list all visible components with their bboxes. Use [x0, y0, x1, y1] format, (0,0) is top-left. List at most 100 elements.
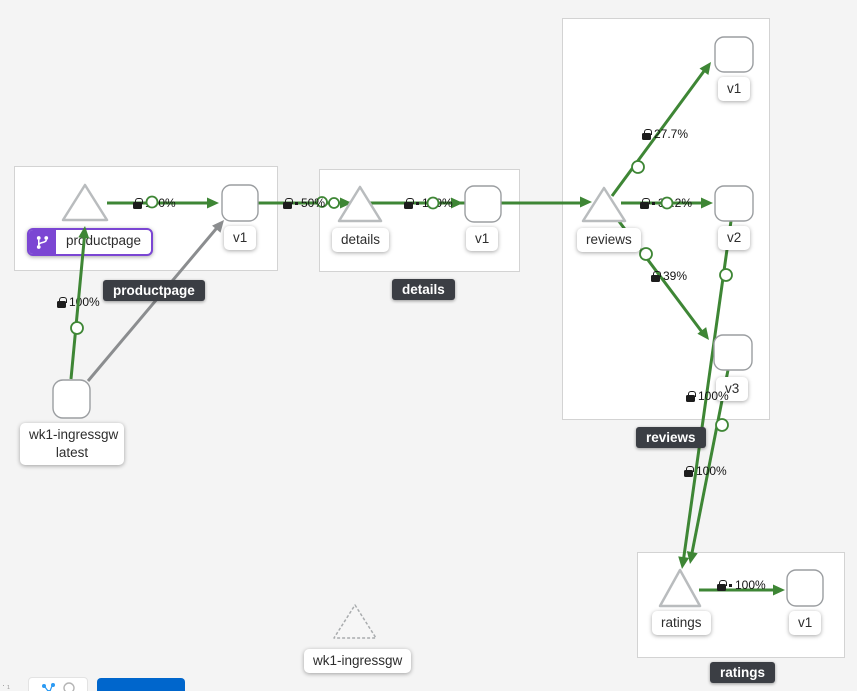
node-label-productpage-v1[interactable]: v1 — [224, 226, 257, 251]
node-label-text: v1 — [475, 231, 490, 246]
edge-reviews-to-v1[interactable] — [610, 66, 709, 197]
service-node-productpage[interactable] — [61, 183, 109, 222]
node-label-text: v2 — [727, 230, 742, 245]
help-icon — [63, 682, 75, 691]
edge-label-reviews-v1[interactable]: 27.7% — [642, 127, 688, 141]
service-node-idle-ingressgw[interactable] — [333, 604, 377, 639]
edge-waypoint-circle — [426, 196, 440, 210]
node-label-text: details — [341, 232, 381, 247]
workload-node-details-v1[interactable] — [464, 185, 502, 223]
edge-waypoint-circle — [715, 418, 729, 432]
edge-waypoint-circle — [631, 160, 645, 174]
arrowhead — [340, 197, 352, 209]
arrowhead — [207, 197, 219, 209]
mtls-lock-icon — [684, 465, 694, 477]
node-label-text: wk1-ingressgw — [29, 427, 119, 442]
node-label-idle-ingressgw[interactable]: wk1-ingressgw — [304, 649, 412, 674]
edge-label-ratings-v1[interactable]: 100% — [717, 578, 766, 592]
arrowhead — [701, 197, 713, 209]
arrowhead — [699, 62, 711, 75]
mtls-lock-icon — [283, 197, 293, 209]
mtls-lock-icon — [640, 197, 650, 209]
mtls-lock-icon — [642, 128, 652, 140]
edge-v3-to-ratings[interactable] — [689, 369, 730, 559]
node-label-productpage[interactable]: productpage — [27, 228, 154, 256]
edge-percent: 39% — [663, 269, 688, 283]
edge-percent: 100% — [735, 578, 766, 592]
service-node-reviews[interactable] — [581, 186, 627, 223]
mtls-lock-icon — [57, 296, 67, 308]
arrowhead — [580, 196, 592, 208]
node-label-reviews-v2[interactable]: v2 — [718, 226, 751, 251]
edge-ingress-to-pp[interactable] — [69, 230, 87, 380]
node-label-text: reviews — [586, 232, 632, 247]
edge-ingress-to-ppv1[interactable] — [86, 222, 223, 382]
node-label-text: v1 — [798, 615, 813, 630]
node-label-ratings[interactable]: ratings — [652, 611, 711, 636]
group-tooltip-details: details — [392, 279, 455, 300]
mtls-lock-icon — [651, 270, 661, 282]
node-label-details-v1[interactable]: v1 — [466, 227, 499, 252]
arrowhead — [78, 226, 90, 239]
arrowhead — [773, 584, 785, 596]
node-label-ingressgw[interactable]: wk1-ingressgw latest — [20, 423, 124, 466]
service-node-ratings[interactable] — [658, 568, 702, 608]
workload-node-reviews-v1[interactable] — [714, 36, 754, 73]
node-label-text: v3 — [725, 381, 740, 396]
edge-percent: 100% — [696, 464, 727, 478]
node-label-text: wk1-ingressgw — [313, 653, 403, 668]
arrowhead — [451, 197, 463, 209]
workload-node-reviews-v3[interactable] — [713, 334, 753, 371]
edge-label-reviews-v3[interactable]: 39% — [651, 269, 687, 283]
node-label-details[interactable]: details — [332, 228, 390, 253]
code-branch-icon — [36, 235, 49, 249]
node-label-reviews-v1[interactable]: v1 — [718, 77, 751, 102]
edge-waypoint-circle — [328, 197, 340, 209]
group-tooltip-reviews: reviews — [636, 427, 706, 448]
node-label-ratings-v1[interactable]: v1 — [789, 611, 822, 636]
edge-label-ppv1-details[interactable]: 50% — [283, 196, 325, 210]
edge-waypoint-circle — [639, 247, 653, 261]
node-label-text: v1 — [727, 81, 742, 96]
mtls-lock-icon — [404, 197, 414, 209]
edge-percent: 27.7% — [654, 127, 689, 141]
arrowhead — [686, 551, 698, 564]
workload-node-ratings-v1[interactable] — [786, 569, 824, 607]
graph-type-button[interactable] — [28, 677, 88, 691]
mtls-lock-icon — [133, 197, 143, 209]
workload-node-ingressgw[interactable] — [52, 379, 91, 419]
edge-waypoint-circle — [145, 195, 159, 209]
virtual-service-badge — [29, 230, 56, 254]
edge-waypoint-circle — [719, 268, 733, 282]
edge-percent: 100% — [698, 389, 729, 403]
edge-waypoint-circle — [70, 321, 84, 335]
edge-waypoint-circle — [660, 196, 674, 210]
dot — [416, 201, 419, 205]
node-label-reviews[interactable]: reviews — [577, 228, 641, 253]
workload-node-reviews-v2[interactable] — [714, 185, 754, 222]
edge-label-v2-ratings[interactable]: 100% — [686, 389, 729, 403]
edge-label-v3-ratings[interactable]: 100% — [684, 464, 727, 478]
node-label-text: ratings — [661, 615, 702, 630]
legend-button[interactable] — [97, 678, 185, 691]
node-label-text: v1 — [233, 230, 248, 245]
edge-waypoint-circle — [316, 196, 328, 208]
service-node-details[interactable] — [337, 185, 383, 223]
mtls-lock-icon — [686, 390, 696, 402]
dot — [295, 201, 298, 205]
graph-controls-partial: ·₁ — [2, 680, 13, 690]
arrowhead — [212, 220, 224, 233]
mtls-lock-icon — [717, 579, 727, 591]
arrowhead — [678, 556, 690, 569]
group-tooltip-productpage: productpage — [103, 280, 205, 301]
group-tooltip-ratings: ratings — [710, 662, 776, 683]
node-label-reviews-v3[interactable]: v3 — [716, 377, 749, 402]
workload-node-productpage-v1[interactable] — [221, 184, 259, 222]
node-label-text: latest — [55, 445, 89, 461]
dot — [652, 201, 655, 205]
topology-icon — [42, 683, 55, 691]
arrowhead — [697, 327, 709, 340]
edge-percent: 50% — [301, 196, 326, 210]
